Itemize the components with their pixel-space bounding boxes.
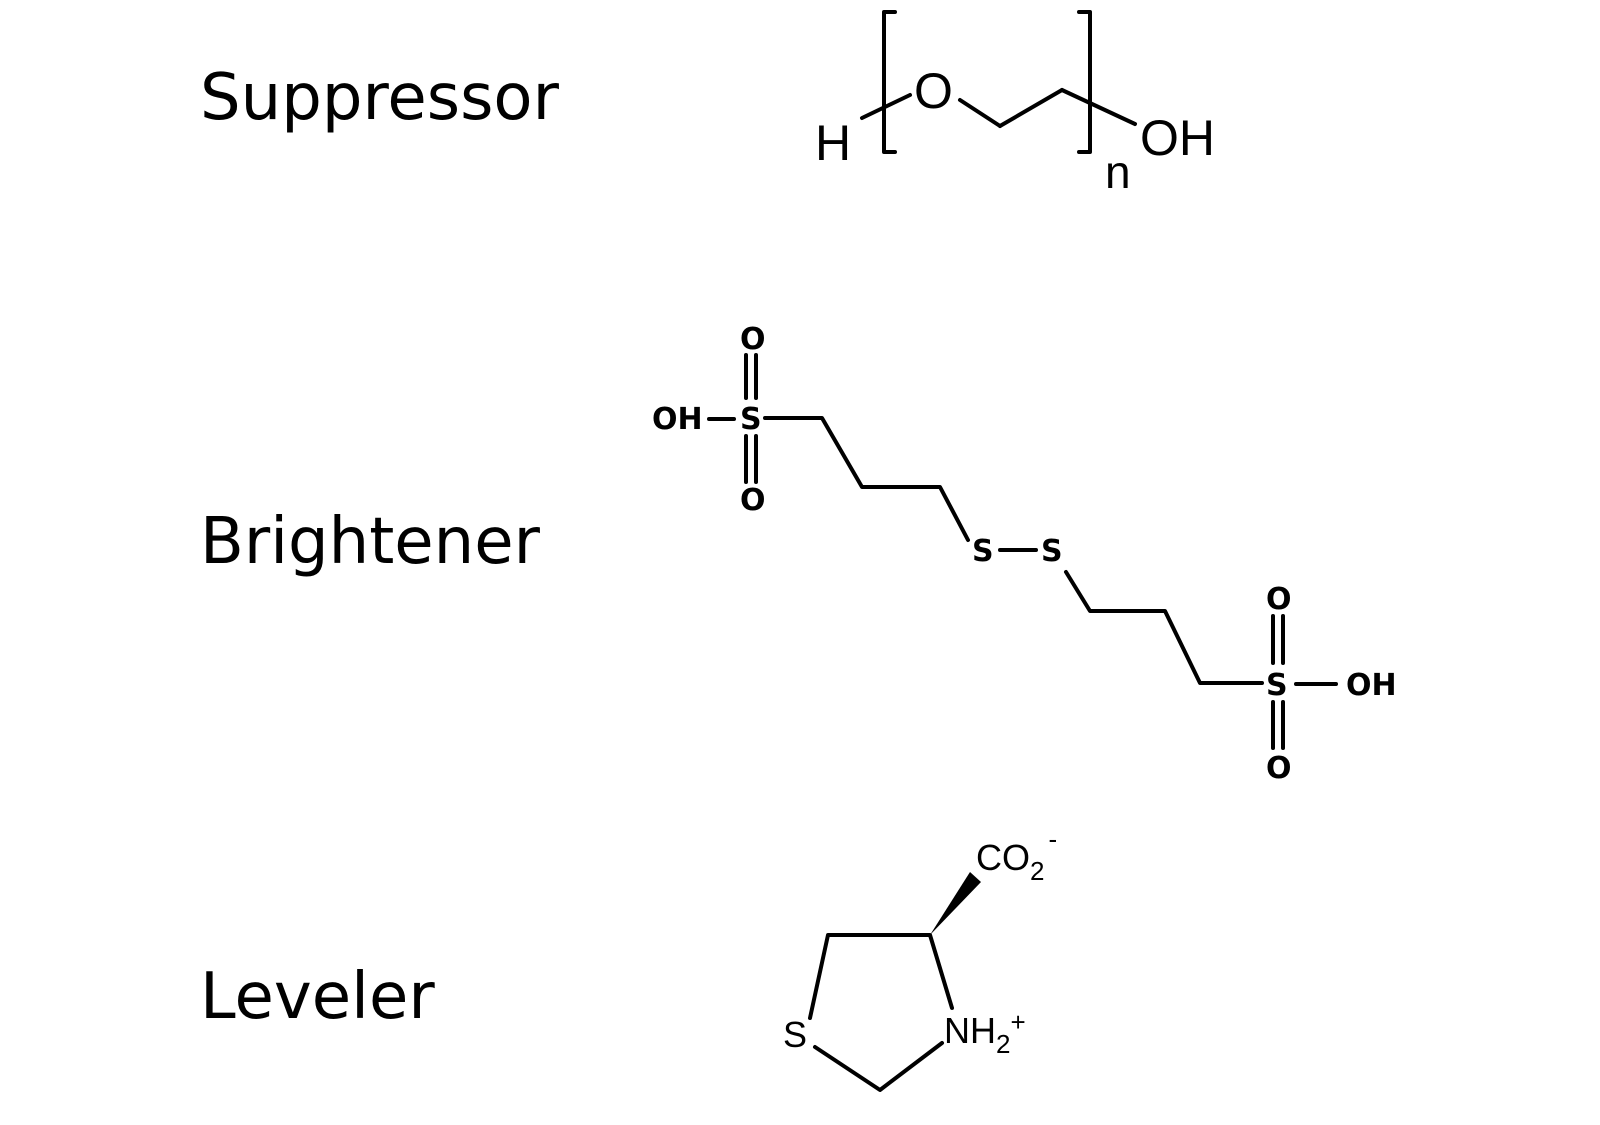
left-propyl-chain bbox=[763, 416, 970, 542]
h-o-bond bbox=[860, 93, 912, 120]
left-bracket bbox=[882, 10, 897, 154]
brightener-oh-right: OH bbox=[1346, 668, 1397, 703]
o-c-bond bbox=[958, 98, 1002, 128]
right-propyl-chain bbox=[1064, 570, 1264, 685]
brightener-structure: OH S O O S S S O O OH bbox=[652, 322, 1397, 786]
brightener-s-left: S bbox=[740, 402, 762, 437]
suppressor-oh: OH bbox=[1140, 110, 1215, 166]
suppressor-o: O bbox=[914, 63, 953, 119]
c-c-bond bbox=[998, 88, 1064, 128]
leveler-s: S bbox=[783, 1014, 807, 1055]
suppressor-n: n bbox=[1105, 146, 1131, 198]
ring-bonds-bottom bbox=[813, 1041, 944, 1092]
brightener-s2: S bbox=[1041, 534, 1063, 569]
brightener-o-top-left: O bbox=[740, 322, 766, 357]
suppressor-structure: H O OH n bbox=[815, 10, 1215, 198]
brightener-o-bottom-right: O bbox=[1266, 751, 1292, 786]
brightener-o-top-right: O bbox=[1266, 582, 1292, 617]
leveler-co: CO2- bbox=[976, 824, 1057, 886]
ring-bonds-top bbox=[808, 933, 954, 1020]
leveler-structure: CO2- S NH2+ bbox=[783, 824, 1057, 1092]
brightener-o-bottom-left: O bbox=[740, 483, 766, 518]
suppressor-h: H bbox=[815, 115, 851, 171]
leveler-nh: NH2+ bbox=[944, 1007, 1026, 1059]
right-bracket bbox=[1077, 10, 1092, 154]
brightener-s1: S bbox=[972, 534, 994, 569]
wedge-bond bbox=[930, 872, 981, 935]
leveler-label: Leveler bbox=[200, 960, 435, 1034]
brightener-s-right: S bbox=[1266, 668, 1288, 703]
brightener-label: Brightener bbox=[200, 505, 540, 579]
brightener-oh-left: OH bbox=[652, 402, 703, 437]
suppressor-label: Suppressor bbox=[200, 61, 559, 135]
c-oh-bond bbox=[1060, 88, 1137, 126]
